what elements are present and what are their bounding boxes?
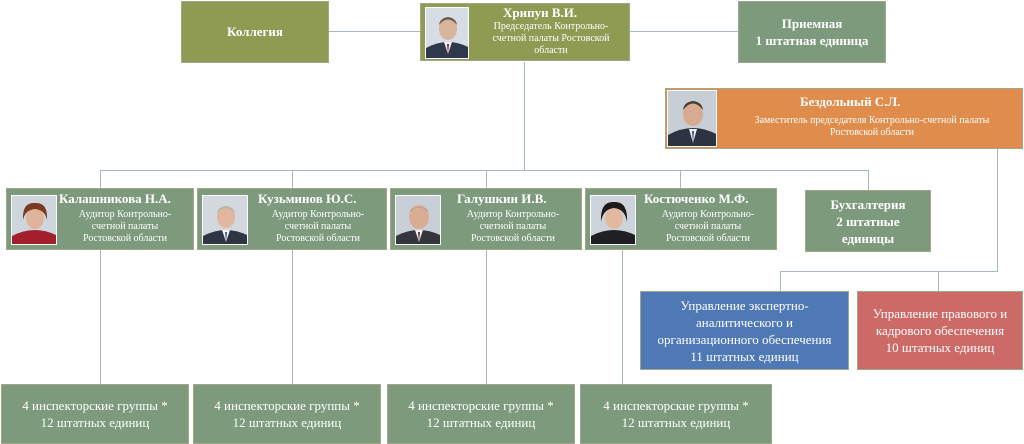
- inspection-group-line: 4 инспекторские группы *: [603, 398, 749, 413]
- inspection-group-line: 12 штатных единиц: [426, 415, 536, 430]
- inspection-group-box: 4 инспекторские группы * 12 штатных един…: [387, 384, 575, 444]
- auditor-box: Галушкин И.В. Аудитор Контрольно- счетно…: [390, 188, 582, 250]
- connector-deputy-bus: [780, 271, 998, 272]
- connector-to-auditor-1: [100, 170, 101, 188]
- auditor-role-line: Ростовской области: [666, 233, 750, 244]
- chair-box: Хрипун В.И. Председатель Контрольно- сче…: [420, 3, 630, 61]
- auditor-role-line: Аудитор Контрольно-: [271, 209, 365, 220]
- connector-top-bus: [100, 170, 868, 171]
- auditor-photo: [11, 195, 57, 245]
- inspection-group-line: 4 инспекторские группы *: [214, 398, 360, 413]
- legal-dept-box: Управление правового и кадрового обеспеч…: [857, 291, 1023, 370]
- auditor-role-line: Аудитор Контрольно-: [466, 209, 560, 220]
- auditor-role-line: счетной палаты: [479, 221, 547, 232]
- deputy-role: Заместитель председателя Контрольно-счет…: [722, 115, 1022, 139]
- connector-chair-reception: [630, 31, 738, 32]
- expert-dept-line: организационного обеспечения: [657, 331, 832, 347]
- auditor-role: Аудитор Контрольно- счетной палаты Росто…: [447, 209, 579, 245]
- auditor-role: Аудитор Контрольно- счетной палаты Росто…: [252, 209, 384, 245]
- inspection-group-box: 4 инспекторские группы * 12 штатных един…: [1, 384, 189, 444]
- deputy-name: Бездольный С.Л.: [800, 94, 901, 109]
- deputy-role-line: Заместитель председателя Контрольно-счет…: [754, 115, 990, 126]
- auditor-box: Костюченко М.Ф. Аудитор Контрольно- счет…: [585, 188, 777, 250]
- connector-to-legal-dept: [938, 271, 939, 291]
- expert-dept-line: аналитического и: [696, 314, 793, 330]
- accounting-line: 2 штатные: [836, 213, 900, 229]
- inspection-group-line: 12 штатных единиц: [40, 415, 150, 430]
- deputy-photo: [667, 90, 717, 147]
- inspection-group-line: 4 инспекторские группы *: [408, 398, 554, 413]
- chair-name: Хрипун В.И.: [503, 5, 578, 20]
- auditor-photo: [202, 195, 248, 245]
- connector-deputy-down: [997, 148, 998, 272]
- connector-auditor1-group: [100, 250, 101, 384]
- connector-auditor4-group: [622, 250, 623, 384]
- connector-to-auditor-2: [292, 170, 293, 188]
- auditor-name: Костюченко М.Ф.: [644, 191, 749, 206]
- legal-dept-line: 10 штатных единиц: [885, 340, 995, 355]
- chair-role-line: Председатель Контрольно-: [493, 21, 609, 32]
- auditor-role-line: Ростовской области: [471, 233, 555, 244]
- reception-box: Приемная 1 штатная единица: [738, 1, 886, 63]
- inspection-group-line: 12 штатных единиц: [232, 415, 342, 430]
- auditor-role-line: счетной палаты: [284, 221, 352, 232]
- inspection-group-line: 4 инспекторские группы *: [22, 398, 168, 413]
- auditor-role-line: счетной палаты: [91, 221, 159, 232]
- auditor-name: Калашникова Н.А.: [59, 191, 171, 206]
- auditor-photo: [395, 195, 441, 245]
- connector-auditor2-group: [292, 250, 293, 384]
- inspection-group-box: 4 инспекторские группы * 12 штатных един…: [580, 384, 772, 444]
- chair-role-line: области: [534, 45, 568, 56]
- reception-units: 1 штатная единица: [755, 33, 869, 48]
- auditor-role: Аудитор Контрольно- счетной палаты Росто…: [642, 209, 774, 245]
- auditor-photo: [590, 195, 636, 245]
- expert-dept-box: Управление экспертно- аналитического и о…: [640, 291, 849, 370]
- deputy-box: Бездольный С.Л. Заместитель председателя…: [665, 88, 1023, 149]
- deputy-role-line: Ростовской области: [830, 127, 914, 138]
- chair-role-line: счетной палаты Ростовской: [492, 33, 610, 44]
- chair-photo: [425, 7, 469, 59]
- collegium-label: Коллегия: [227, 24, 283, 39]
- auditor-name: Галушкин И.В.: [457, 191, 547, 206]
- accounting-line: единицы: [841, 230, 895, 246]
- accounting-box: Бухгалтерия 2 штатные единицы: [805, 190, 931, 252]
- connector-to-accounting: [868, 170, 869, 190]
- connector-collegium-chair: [328, 31, 420, 32]
- connector-to-auditor-3: [486, 170, 487, 188]
- auditor-box: Калашникова Н.А. Аудитор Контрольно- сче…: [6, 188, 194, 250]
- connector-chair-down: [524, 62, 525, 170]
- collegium-box: Коллегия: [181, 1, 329, 63]
- auditor-role: Аудитор Контрольно- счетной палаты Росто…: [59, 209, 191, 245]
- chair-role: Председатель Контрольно- счетной палаты …: [473, 21, 629, 57]
- connector-to-expert-dept: [780, 271, 781, 291]
- expert-dept-line: Управление экспертно-: [680, 297, 809, 313]
- auditor-box: Кузьминов Ю.С. Аудитор Контрольно- счетн…: [197, 188, 387, 250]
- auditor-role-line: счетной палаты: [674, 221, 742, 232]
- auditor-role-line: Аудитор Контрольно-: [78, 209, 172, 220]
- connector-auditor3-group: [486, 250, 487, 384]
- legal-dept-line: Управление правового и: [872, 306, 1008, 321]
- auditor-role-line: Ростовской области: [83, 233, 167, 244]
- auditor-role-line: Аудитор Контрольно-: [661, 209, 755, 220]
- connector-to-auditor-4: [680, 170, 681, 188]
- accounting-line: Бухгалтерия: [830, 196, 906, 212]
- auditor-name: Кузьминов Ю.С.: [258, 191, 357, 206]
- legal-dept-line: кадрового обеспечения: [875, 323, 1005, 338]
- reception-title: Приемная: [781, 16, 843, 31]
- inspection-group-box: 4 инспекторские группы * 12 штатных един…: [193, 384, 381, 444]
- inspection-group-line: 12 штатных единиц: [621, 415, 731, 430]
- expert-dept-line: 11 штатных единиц: [690, 348, 799, 364]
- auditor-role-line: Ростовской области: [276, 233, 360, 244]
